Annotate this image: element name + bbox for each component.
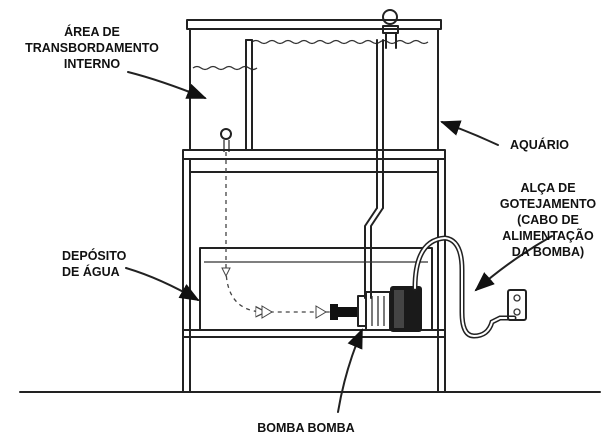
label-reservoir-2: DE ÁGUA bbox=[62, 264, 120, 279]
label-drip-2: GOTEJAMENTO bbox=[500, 197, 597, 211]
label-drip-5: DA BOMBA) bbox=[512, 245, 584, 259]
drain-fitting bbox=[220, 128, 232, 140]
label-overflow-3: INTERNO bbox=[64, 57, 121, 71]
overflow-arrow bbox=[127, 71, 207, 99]
reservoir-arrow bbox=[125, 267, 200, 302]
label-overflow-2: TRANSBORDAMENTO bbox=[25, 41, 159, 55]
water-surface-right bbox=[251, 39, 429, 45]
water-reservoir bbox=[199, 247, 433, 331]
flow-arrow-3 bbox=[315, 305, 327, 319]
power-cable bbox=[412, 235, 517, 339]
label-drip-1: ALÇA DE bbox=[520, 181, 575, 195]
label-drip-4: ALIMENTAÇÃO bbox=[502, 228, 594, 243]
wall-outlet bbox=[507, 289, 527, 321]
stand bbox=[182, 149, 446, 393]
pump-arrow bbox=[337, 328, 363, 413]
return-fitting bbox=[382, 9, 399, 49]
aquarium-tank bbox=[186, 9, 442, 299]
label-drip-3: (CABO DE bbox=[517, 213, 579, 227]
label-overflow-1: ÁREA DE bbox=[64, 24, 120, 39]
overflow-wall bbox=[245, 39, 253, 151]
label-reservoir-1: DEPÓSITO bbox=[62, 248, 127, 263]
label-pump: BOMBA BOMBA bbox=[257, 421, 354, 435]
return-pipe bbox=[364, 39, 384, 299]
flow-arrow-2 bbox=[261, 305, 273, 319]
water-surface-left bbox=[192, 65, 258, 71]
aquarium-arrow bbox=[440, 120, 499, 146]
label-aquarium: AQUÁRIO bbox=[510, 137, 569, 152]
flow-path bbox=[221, 152, 330, 319]
flow-arrow-1 bbox=[221, 267, 231, 278]
pump bbox=[330, 286, 422, 332]
drip-loop-arrow bbox=[474, 235, 553, 292]
